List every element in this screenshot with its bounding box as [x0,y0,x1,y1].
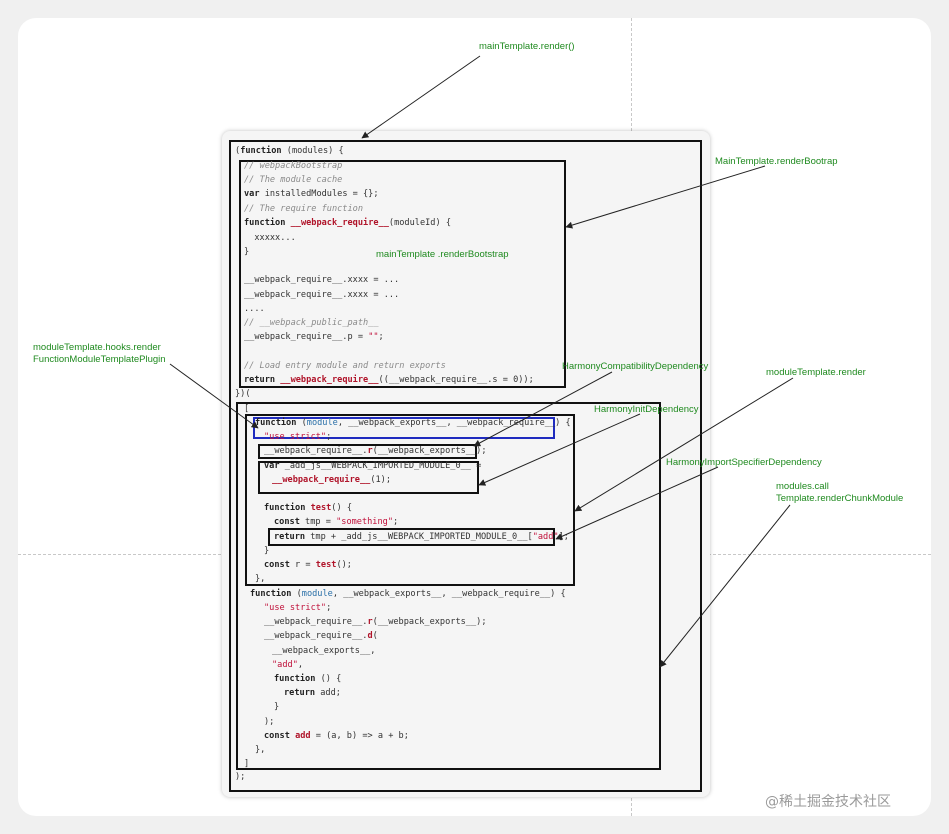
arrow-harmony-init [478,413,641,486]
code-line: function (module, __webpack_exports__, _… [255,418,571,428]
label-harmony-compat: HarmonyCompatibilityDependency [562,361,709,372]
code-line: (function (modules) { [235,146,344,156]
watermark: @稀土掘金技术社区 [765,794,891,810]
code-line: __webpack_require__.p = ""; [244,332,384,342]
code-line: function () { [274,674,342,684]
label-harmony-init: HarmonyInitDependency [594,404,699,415]
init-dependency-box [258,461,479,494]
code-line: __webpack_require__(1); [272,475,392,485]
code-line: xxxxx... [244,233,296,243]
code-line: __webpack_require__.xxxx = ... [244,290,400,300]
bundle-box [229,140,702,792]
code-line: // Load entry module and return exports [244,361,446,371]
code-line: return __webpack_require__((__webpack_re… [244,375,534,385]
code-line: ); [264,717,275,727]
code-line: return tmp + _add_js__WEBPACK_IMPORTED_M… [274,532,569,542]
arrow-module-template-render [574,377,794,512]
code-line: ] [244,759,250,769]
code-line: return add; [284,688,341,698]
code-line: // webpackBootstrap [244,161,343,171]
code-line: } [244,247,250,257]
code-line: var installedModules = {}; [244,189,379,199]
code-line: // __webpack_public_path__ [244,318,379,328]
code-line: __webpack_exports__, [272,646,376,656]
code-line: const add = (a, b) => a + b; [264,731,409,741]
code-line: })( [235,389,251,399]
code-line: const r = test(); [264,560,352,570]
import-specifier-box [268,528,555,546]
module-0-box [245,414,575,586]
code-line: __webpack_require__.d( [264,631,378,641]
arrow-modules-call [659,504,791,668]
code-line: function (module, __webpack_exports__, _… [250,589,566,599]
arrow-module-hooks-render [169,363,259,429]
modules-array-box [236,402,661,770]
arrow-main-render [361,55,481,139]
label-render-bootrap: MainTemplate.renderBootrap [715,156,838,167]
code-line: const tmp = "something"; [274,517,399,527]
compat-dependency-box [258,444,477,459]
code-line: // The module cache [244,175,343,185]
arrow-harmony-import-spec [555,466,719,540]
code-line: } [264,546,270,556]
code-line: [ [244,404,250,414]
code-panel [222,131,710,797]
code-line: __webpack_require__.r(__webpack_exports_… [264,617,487,627]
code-line: "use strict"; [264,432,332,442]
code-line: function test() { [264,503,352,513]
code-line: }, [255,574,266,584]
label-main-render-bootstrap: mainTemplate .renderBootstrap [376,249,509,260]
arrow-render-bootrap [565,165,766,229]
code-line: "add", [272,660,304,670]
label-harmony-import-spec: HarmonyImportSpecifierDependency [666,457,822,468]
code-line: "use strict"; [264,603,332,613]
code-line: function __webpack_require__(moduleId) { [244,218,451,228]
label-main-render: mainTemplate.render() [479,41,575,52]
code-line: __webpack_require__.r(__webpack_exports_… [264,446,487,456]
label-module-hooks-render: moduleTemplate.hooks.render [33,342,161,353]
code-line: // The require function [244,204,363,214]
label-function-module-plugin: FunctionModuleTemplatePlugin [33,354,166,365]
code-line: var _add_js__WEBPACK_IMPORTED_MODULE_0__… [264,461,482,471]
code-line: __webpack_require__.xxxx = ... [244,275,400,285]
bootstrap-box [239,160,566,388]
label-modules-call: modules.call [776,481,829,492]
label-module-template-render: moduleTemplate.render [766,367,866,378]
arrow-harmony-compat [473,371,613,447]
code-line: }, [255,745,266,755]
code-line: } [274,702,280,712]
code-line: .... [244,304,265,314]
label-render-chunk-module: Template.renderChunkModule [776,493,904,504]
code-line: ); [235,772,246,782]
